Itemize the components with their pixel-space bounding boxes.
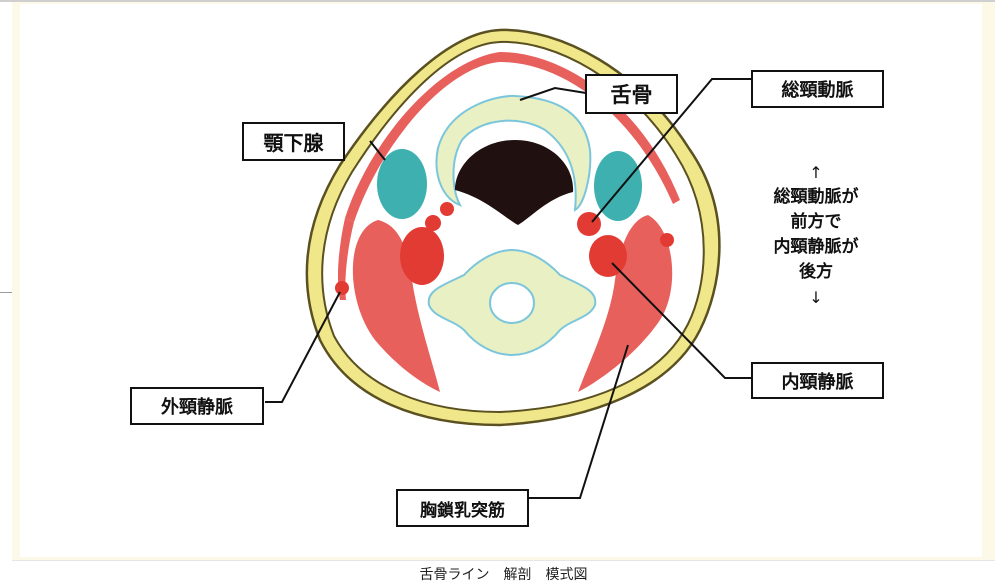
leader-line-hyoid [519,86,587,101]
label-sternocleidomastoid: 胸鎖乳突筋 [396,489,529,527]
note-line-3: 内頸静脈が [773,237,859,257]
sternocleidomastoid-right [578,215,673,392]
leader-line-sternocleidomastoid [529,344,629,499]
platysma-left-tail [337,218,354,300]
leader-line-external-jugular [265,291,341,403]
figure-caption: 舌骨ライン 解剖 模式図 [12,560,995,586]
internal-jugular-vein-right [589,235,627,277]
label-external-jugular-vein: 外頸静脈 [130,387,264,425]
leader-line-submandibular-gland [369,140,386,161]
sternocleidomastoid-left [352,220,440,392]
note-line-4: 後方 [799,262,833,282]
arrow-down-icon: ↓ [809,288,823,307]
hyoid-bone [435,94,592,212]
arrow-up-icon: ↑ [809,163,823,182]
top-rule [0,0,995,2]
external-jugular-vein-right [660,233,674,247]
leader-line-internal-jugular [611,262,752,379]
label-common-carotid-artery: 総頸動脈 [751,70,884,108]
note-line-1: 総頸動脈が [773,187,859,207]
external-jugular-vein-left [335,281,349,295]
vertebral-foramen [489,282,535,324]
side-rule [0,292,12,293]
airway [455,140,574,225]
label-submandibular-gland: 顎下腺 [242,122,345,161]
submandibular-gland-left [377,149,427,219]
internal-jugular-vein-left [400,227,444,285]
submandibular-gland-right [594,151,642,221]
label-hyoid: 舌骨 [585,74,678,114]
small-vessel-left [440,202,454,216]
leader-line-common-carotid [591,78,752,223]
label-internal-jugular-vein: 内頸静脈 [751,362,884,399]
note-line-2: 前方で [790,212,842,232]
common-carotid-artery-left [425,215,441,231]
position-note: ↑ 総頸動脈が 前方で 内頸静脈が 後方 ↓ [736,160,896,310]
